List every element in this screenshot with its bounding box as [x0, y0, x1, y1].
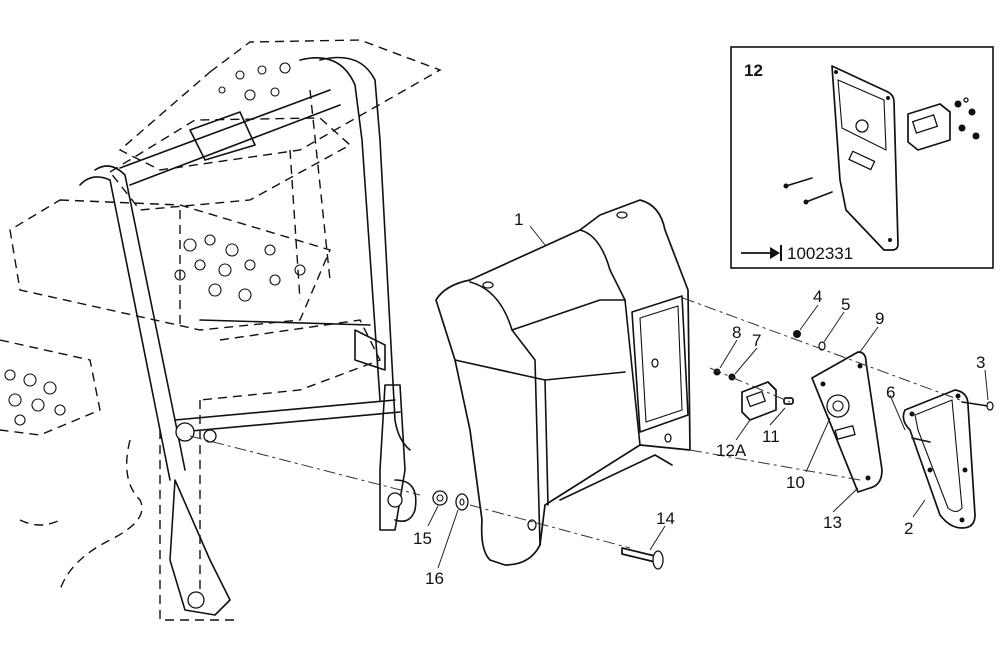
callout-12a: 12A: [716, 441, 747, 460]
callout-2: 2: [904, 519, 913, 538]
kit-inset: 12 1002331: [730, 46, 994, 269]
mounting-plate-part: [811, 351, 883, 493]
arrow-to-bar-icon: [741, 245, 782, 261]
callout-7: 7: [752, 331, 761, 350]
kit-title: 12: [744, 61, 763, 80]
callout-5: 5: [841, 295, 850, 314]
leader-lines: [427, 225, 989, 569]
callout-15: 15: [413, 529, 432, 548]
callout-14: 14: [656, 509, 675, 528]
callout-13: 13: [823, 513, 842, 532]
small-hardware: [432, 330, 994, 570]
gasket-part: [902, 389, 976, 529]
callout-8: 8: [732, 323, 741, 342]
callout-labels: 1 2 3 4 5 6 7 8 9 10 11 12A 13 14 15 16: [413, 210, 985, 588]
mower-frame: [0, 39, 442, 621]
callout-11: 11: [762, 427, 780, 446]
callout-6: 6: [886, 383, 895, 402]
callout-1: 1: [514, 210, 523, 229]
kit-part-number: 1002331: [787, 244, 853, 263]
callout-4: 4: [813, 287, 822, 306]
alignment-lines: [189, 297, 961, 549]
callout-16: 16: [425, 569, 444, 588]
callout-10: 10: [786, 473, 805, 492]
console-cover-part: [435, 199, 691, 566]
hour-meter-part: [741, 381, 794, 421]
callout-3: 3: [976, 353, 985, 372]
callout-9: 9: [875, 309, 884, 328]
